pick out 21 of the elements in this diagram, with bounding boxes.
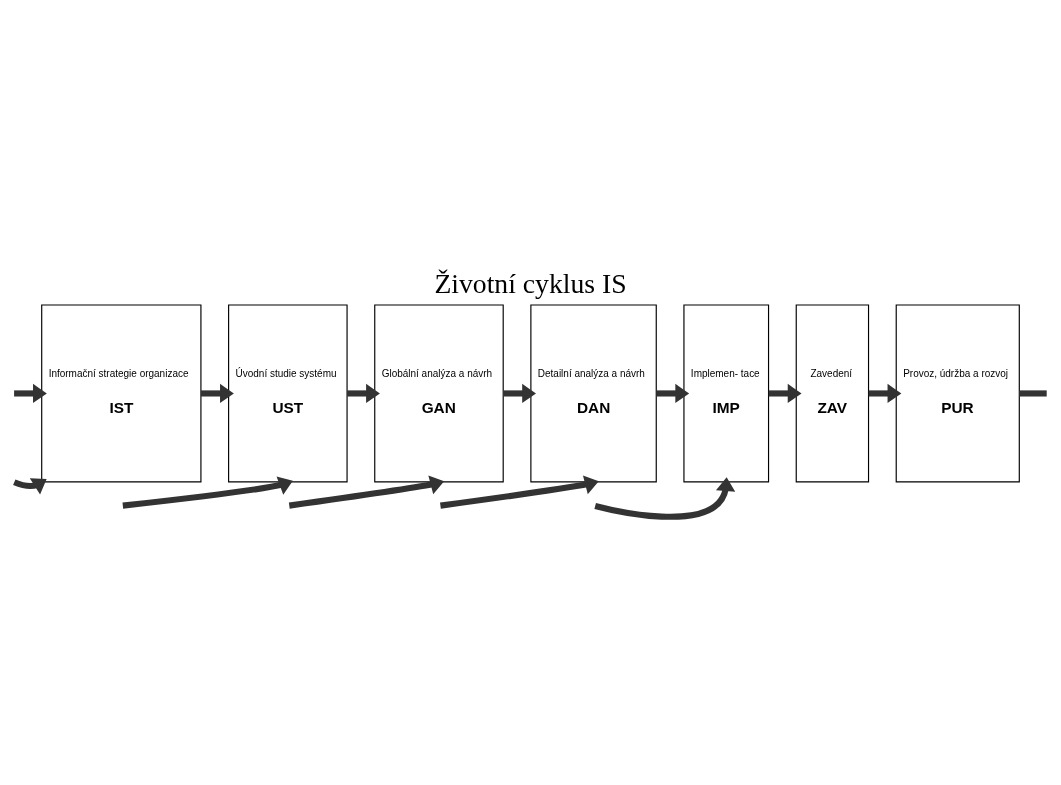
node-box: Provoz, údržba a rozvoj PUR [895,304,1020,483]
node-box: Implemen- tace IMP [683,304,770,483]
node-box: Úvodní studie systému UST [228,304,348,483]
node-box: Globální analýza a návrh GAN [374,304,504,483]
arrow [347,383,380,404]
arrow [200,383,234,404]
arrow [868,383,902,404]
diagram-title: Životní cyklus IS [434,268,627,300]
arrow [768,383,802,404]
node-box: Informační strategie organizace IST [41,304,202,483]
arrow [13,478,47,495]
arrow [594,477,736,520]
arrow [14,383,47,404]
node-box: Detailní analýza a návrh DAN [530,304,657,483]
connector [1019,390,1047,397]
node-box: Zavedení ZAV [795,304,870,483]
arrow [503,383,536,404]
arrow [122,476,293,509]
arrow [440,475,599,509]
arrow [288,475,445,509]
arrow [656,383,690,404]
